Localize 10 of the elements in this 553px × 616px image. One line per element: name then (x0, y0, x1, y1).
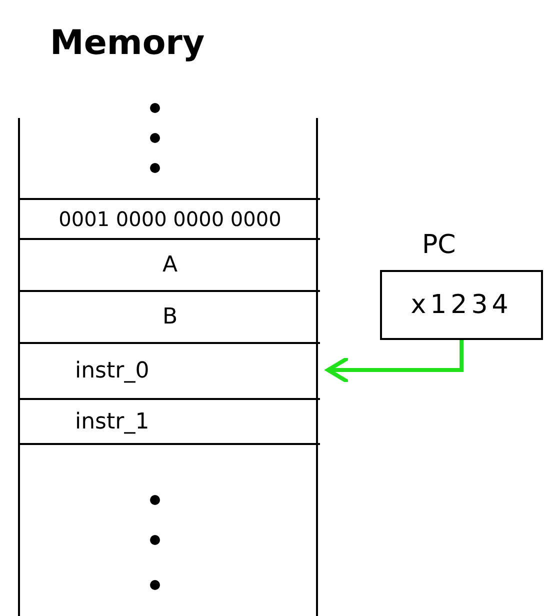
cell-value: A (162, 252, 178, 278)
register-value: x1234 (410, 290, 512, 320)
register-name: PC (422, 230, 456, 260)
memory-title: Memory (50, 23, 205, 63)
cell-value: instr_0 (75, 358, 150, 384)
memory-cell (20, 398, 320, 445)
cell-value: instr_1 (75, 409, 150, 434)
cell-value: 0001 0000 0000 0000 (58, 207, 282, 231)
cell-value: B (162, 304, 178, 330)
arrow (326, 340, 464, 384)
